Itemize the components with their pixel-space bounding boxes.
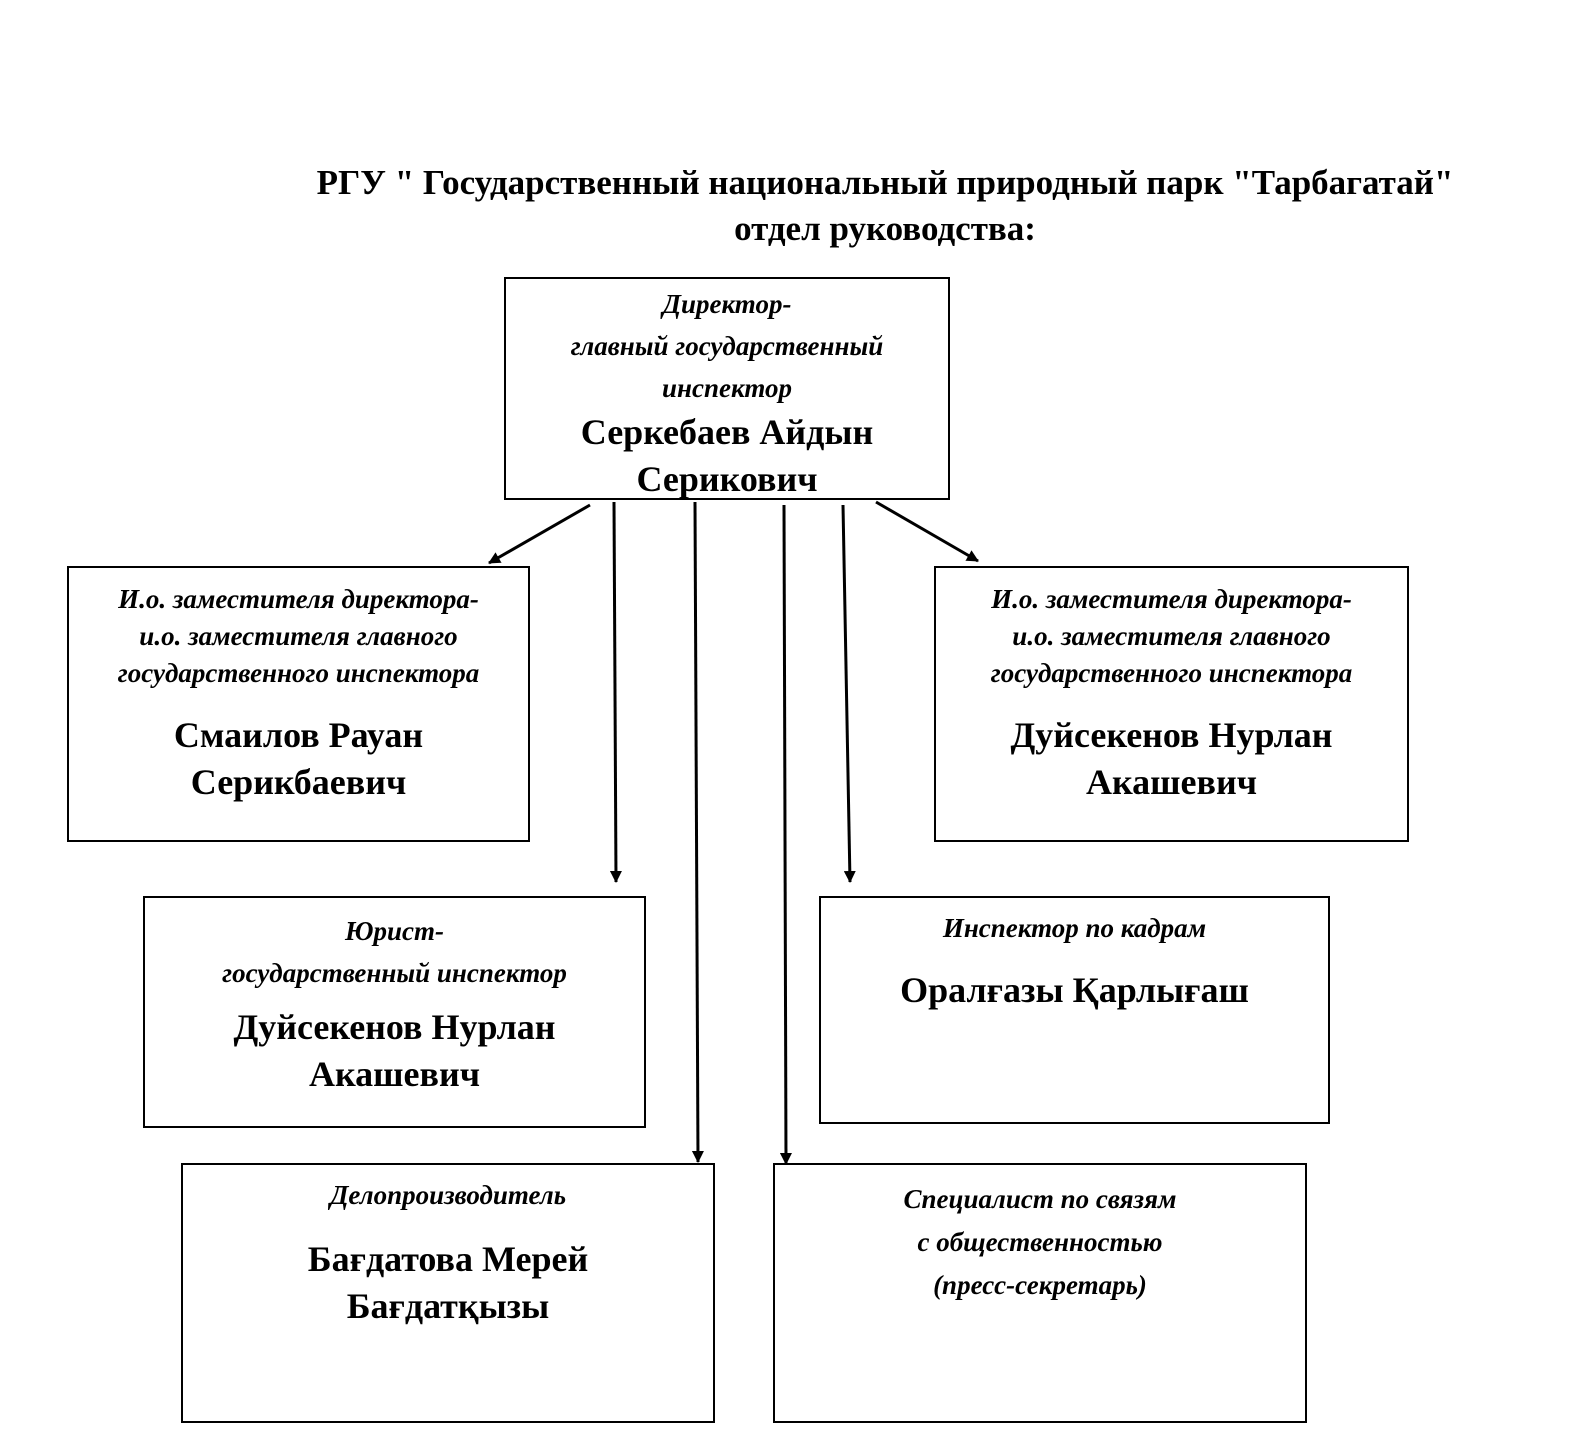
name-line: Оралғазы Қарлығаш bbox=[900, 970, 1249, 1010]
clerk-box: Делопроизводитель Бағдатова Мерей Бағдат… bbox=[181, 1163, 715, 1423]
clerk-role: Делопроизводитель bbox=[183, 1177, 713, 1214]
name-line: Бағдатқызы bbox=[346, 1286, 550, 1326]
role-line: государственного инспектора bbox=[117, 658, 480, 688]
role-line: Юрист- bbox=[344, 916, 444, 946]
arrow-to-hr-inspector bbox=[841, 504, 856, 883]
deputy-left-box: И.о. заместителя директора- и.о. замести… bbox=[67, 566, 530, 842]
hr-inspector-role: Инспектор по кадрам bbox=[821, 910, 1328, 947]
role-line: Делопроизводитель bbox=[329, 1180, 567, 1210]
title-line-1: РГУ " Государственный национальный приро… bbox=[316, 163, 1454, 202]
pr-specialist-role: Специалист по связям с общественностью (… bbox=[775, 1178, 1305, 1307]
deputy-right-role: И.о. заместителя директора- и.о. замести… bbox=[936, 581, 1407, 692]
deputy-left-name: Смаилов Рауан Серикбаевич bbox=[69, 712, 528, 806]
deputy-left-role: И.о. заместителя директора- и.о. замести… bbox=[69, 581, 528, 692]
role-line: государственного инспектора bbox=[990, 658, 1353, 688]
name-line: Серкебаев Айдын bbox=[580, 412, 874, 452]
arrow-to-pr-specialist bbox=[779, 504, 792, 1165]
name-line: Дуйсекенов Нурлан bbox=[1010, 715, 1333, 755]
role-line: и.о. заместителя главного bbox=[1012, 621, 1331, 651]
lawyer-name: Дуйсекенов Нурлан Акашевич bbox=[145, 1004, 644, 1098]
role-line: главный государственный bbox=[570, 331, 884, 361]
hr-inspector-box: Инспектор по кадрам Оралғазы Қарлығаш bbox=[819, 896, 1330, 1124]
director-role: Директор- главный государственный инспек… bbox=[506, 283, 948, 409]
director-name: Серкебаев Айдын Серикович bbox=[506, 409, 948, 503]
role-line: и.о. заместителя главного bbox=[139, 621, 458, 651]
title-line-2: отдел руководства: bbox=[734, 209, 1036, 248]
name-line: Акашевич bbox=[308, 1054, 481, 1094]
lawyer-role: Юрист- государственный инспектор bbox=[145, 910, 644, 994]
hr-inspector-name: Оралғазы Қарлығаш bbox=[821, 967, 1328, 1014]
lawyer-box: Юрист- государственный инспектор Дуйсеке… bbox=[143, 896, 646, 1128]
name-line: Смаилов Рауан bbox=[173, 715, 424, 755]
role-line: Директор- bbox=[662, 289, 792, 319]
deputy-right-name: Дуйсекенов Нурлан Акашевич bbox=[936, 712, 1407, 806]
name-line: Серикбаевич bbox=[190, 762, 407, 802]
role-line: государственный инспектор bbox=[222, 958, 567, 988]
role-line: с общественностью bbox=[917, 1227, 1163, 1257]
role-line: И.о. заместителя директора- bbox=[991, 584, 1352, 614]
arrow-to-lawyer bbox=[609, 501, 622, 883]
deputy-right-box: И.о. заместителя директора- и.о. замести… bbox=[934, 566, 1409, 842]
director-box: Директор- главный государственный инспек… bbox=[504, 277, 950, 500]
name-line: Акашевич bbox=[1085, 762, 1258, 802]
role-line: И.о. заместителя директора- bbox=[118, 584, 479, 614]
name-line: Дуйсекенов Нурлан bbox=[233, 1007, 556, 1047]
role-line: Специалист по связям bbox=[903, 1184, 1177, 1214]
role-line: (пресс-секретарь) bbox=[933, 1270, 1147, 1300]
role-line: Инспектор по кадрам bbox=[942, 913, 1207, 943]
role-line: инспектор bbox=[662, 373, 792, 403]
arrow-to-deputy-right bbox=[875, 500, 979, 563]
arrow-to-deputy-left bbox=[488, 503, 591, 565]
name-line: Бағдатова Мерей bbox=[307, 1239, 589, 1279]
pr-specialist-box: Специалист по связям с общественностью (… bbox=[773, 1163, 1307, 1423]
name-line: Серикович bbox=[636, 459, 818, 499]
page-title: РГУ " Государственный национальный приро… bbox=[250, 160, 1520, 252]
arrow-to-clerk bbox=[691, 501, 704, 1163]
clerk-name: Бағдатова Мерей Бағдатқызы bbox=[183, 1236, 713, 1330]
